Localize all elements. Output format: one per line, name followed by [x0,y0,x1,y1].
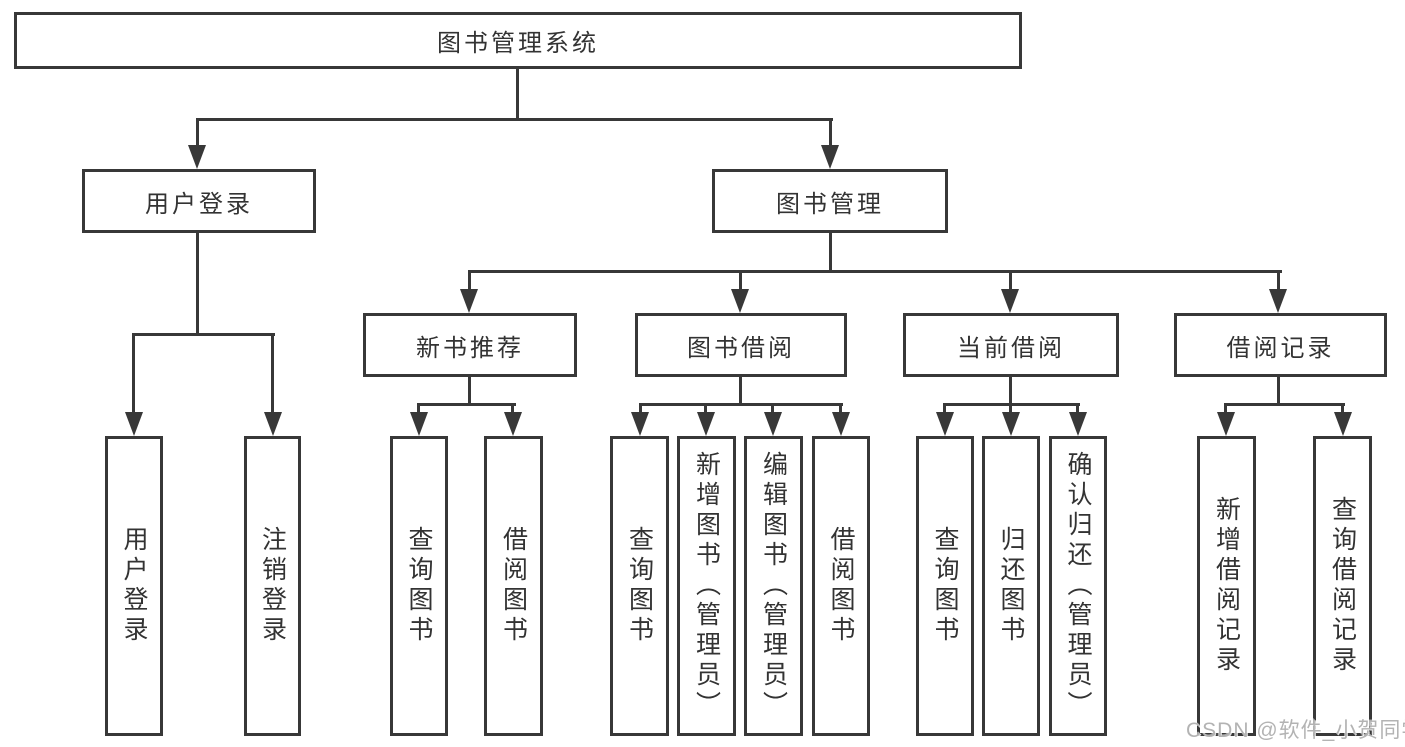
arrow-down-icon [460,289,478,313]
connector-line [1009,403,1012,415]
node-book-borrow: 图书借阅 [635,313,847,377]
connector-line [196,118,833,121]
arrow-down-icon [731,289,749,313]
arrow-down-icon [764,412,782,436]
connector-line [417,403,420,415]
arrow-down-icon [1334,412,1352,436]
connector-line [639,403,642,415]
node-borrow-records: 借阅记录 [1174,313,1387,377]
arrow-down-icon [1269,289,1287,313]
connector-line [1341,403,1344,415]
arrow-down-icon [504,412,522,436]
leaf-add-borrow-record: 新增借阅记录 [1197,436,1256,736]
connector-line [468,270,471,292]
arrow-down-icon [264,412,282,436]
connector-line [829,118,832,148]
leaf-return-books: 归还图书 [982,436,1040,736]
connector-line [133,333,275,336]
connector-line [1224,403,1227,415]
arrow-down-icon [1002,412,1020,436]
arrow-down-icon [1069,412,1087,436]
arrow-down-icon [410,412,428,436]
leaf-logout: 注销登录 [244,436,301,736]
connector-line [1277,377,1280,406]
connector-line [1009,270,1012,292]
node-book-management: 图书管理 [712,169,948,233]
connector-line [468,377,471,406]
arrow-down-icon [821,145,839,169]
connector-line [1009,377,1012,406]
connector-line [943,403,946,415]
connector-line [739,270,742,292]
leaf-edit-books-admin: 编辑图书（管理员） [744,436,803,736]
connector-line [196,118,199,148]
connector-line [771,403,774,415]
node-current-borrow: 当前借阅 [903,313,1119,377]
connector-line [704,403,707,415]
connector-line [271,333,274,415]
leaf-query-borrow-record: 查询借阅记录 [1313,436,1372,736]
leaf-user-login: 用户登录 [105,436,163,736]
csdn-watermark: CSDN @软件_小贺同学 [1186,719,1405,742]
connector-line [829,233,832,273]
leaf-borrow-books-recommend: 借阅图书 [484,436,543,736]
connector-line [839,403,842,415]
leaf-query-books-borrow: 查询图书 [610,436,669,736]
arrow-down-icon [188,145,206,169]
leaf-borrow-books: 借阅图书 [812,436,870,736]
arrow-down-icon [1001,289,1019,313]
connector-line [516,68,519,120]
connector-line [196,233,199,336]
arrow-down-icon [697,412,715,436]
connector-line [1076,403,1079,415]
leaf-query-books-current: 查询图书 [916,436,974,736]
connector-line [739,377,742,406]
arrow-down-icon [631,412,649,436]
connector-line [639,403,843,406]
connector-line [468,270,1282,273]
arrow-down-icon [125,412,143,436]
node-root: 图书管理系统 [14,12,1022,69]
connector-line [132,333,135,415]
node-new-book-recommend: 新书推荐 [363,313,577,377]
arrow-down-icon [832,412,850,436]
connector-line [1225,403,1345,406]
leaf-add-books-admin: 新增图书（管理员） [677,436,736,736]
connector-line [511,403,514,415]
connector-line [418,403,516,406]
node-user-login: 用户登录 [82,169,316,233]
arrow-down-icon [1217,412,1235,436]
leaf-query-books-recommend: 查询图书 [390,436,448,736]
leaf-confirm-return-admin: 确认归还（管理员） [1049,436,1107,736]
connector-line [944,403,1080,406]
arrow-down-icon [936,412,954,436]
connector-line [1277,270,1280,292]
